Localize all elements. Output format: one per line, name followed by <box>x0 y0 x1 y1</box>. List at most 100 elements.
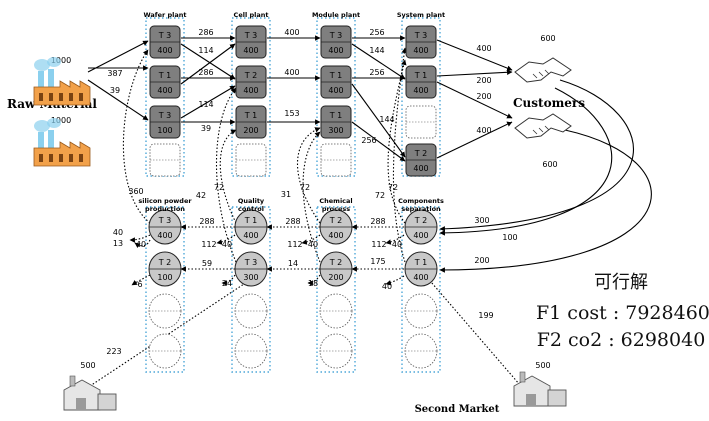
node-tech: T 1 <box>329 111 343 120</box>
flow-value: 40 <box>222 240 232 249</box>
node-capacity: 300 <box>243 273 258 282</box>
flow-value: 144 <box>379 115 394 124</box>
f1-cost: F1 cost : 7928460 <box>536 300 706 327</box>
flow-value: 31 <box>281 190 291 199</box>
flow-value: 114 <box>198 46 213 55</box>
recycle-flow-curve <box>217 88 237 262</box>
node-capacity: 400 <box>157 231 172 240</box>
warehouse-annex <box>98 394 116 410</box>
flow-value: 72 <box>388 183 398 192</box>
node-capacity: 400 <box>328 86 343 95</box>
market-value: 500 <box>80 361 95 370</box>
flow-value: 114 <box>198 100 213 109</box>
node-tech: T 3 <box>158 111 172 120</box>
forward-stage-title: Wafer plant <box>143 11 186 19</box>
return-flow-curve <box>440 130 651 270</box>
flow-value: 400 <box>476 44 491 53</box>
solution-result: 可行解 F1 cost : 7928460 F2 co2 : 6298040 <box>536 268 706 354</box>
node-tech: T 2 <box>244 71 258 80</box>
node-tech: T 1 <box>244 216 258 225</box>
node-tech: T 1 <box>414 71 428 80</box>
node-capacity: 100 <box>157 273 172 282</box>
customers-label: Customers <box>513 96 585 110</box>
flow-value: 153 <box>284 109 299 118</box>
second-market-right-icon <box>514 372 566 406</box>
node-tech: T 1 <box>329 71 343 80</box>
flow-value: 24 <box>222 279 232 288</box>
node-tech: T 2 <box>414 149 428 158</box>
flow-value: 288 <box>199 217 214 226</box>
node-tech: T 2 <box>329 258 343 267</box>
node-tech: T 2 <box>414 216 428 225</box>
flow-value: 40 <box>382 282 392 291</box>
flow-value: 39 <box>201 124 211 133</box>
flow-value: 112 <box>371 240 386 249</box>
warehouse-door <box>76 398 86 410</box>
node-capacity: 400 <box>413 46 428 55</box>
reverse-stage-title: separation <box>401 205 441 213</box>
flow-value: 400 <box>284 68 299 77</box>
window <box>39 93 43 101</box>
node-tech: T 3 <box>158 216 172 225</box>
flow-value: 144 <box>369 46 384 55</box>
node-capacity: 400 <box>413 273 428 282</box>
reverse-stage-title: silicon powder <box>138 197 192 205</box>
flow-value: 18 <box>308 279 318 288</box>
node-tech: T 3 <box>414 31 428 40</box>
chimney <box>48 69 54 89</box>
reverse-stage-title: Quality <box>238 197 265 205</box>
node-capacity: 400 <box>328 46 343 55</box>
warehouse-door <box>526 394 536 406</box>
window <box>49 93 53 101</box>
node-capacity: 200 <box>243 126 258 135</box>
window <box>49 154 53 162</box>
flow-value: 387 <box>107 69 122 78</box>
flow-value: 175 <box>370 257 385 266</box>
window <box>79 93 83 101</box>
warehouse-annex <box>548 390 566 406</box>
flow-value: 400 <box>284 28 299 37</box>
smoke <box>47 57 61 67</box>
flow-value: 112 <box>287 240 302 249</box>
node-tech: T 1 <box>158 71 172 80</box>
hands <box>515 114 571 138</box>
flow-value: 360 <box>128 187 143 196</box>
flow-value: 42 <box>196 191 206 200</box>
node-capacity: 200 <box>328 273 343 282</box>
customer-handshake-bottom-icon <box>515 114 571 138</box>
node-tech: T 2 <box>158 258 172 267</box>
window <box>69 93 73 101</box>
solution-title: 可行解 <box>536 268 706 294</box>
demand-value: 600 <box>542 160 557 169</box>
chimney <box>38 71 44 89</box>
node-capacity: 400 <box>157 86 172 95</box>
node-capacity: 400 <box>243 46 258 55</box>
forward-stage-title: Module plant <box>312 11 360 19</box>
flow-value: 40 <box>308 240 318 249</box>
flow-value: 300 <box>474 216 489 225</box>
node-capacity: 400 <box>413 86 428 95</box>
warehouse-chimney <box>70 376 75 386</box>
flow-value: 200 <box>476 92 491 101</box>
flow-value: 400 <box>476 126 491 135</box>
reverse-stage-title: Chemical <box>319 197 352 205</box>
smoke <box>47 118 61 128</box>
node-capacity: 400 <box>413 231 428 240</box>
flow-value: 72 <box>300 183 310 192</box>
flow-value: 72 <box>375 191 385 200</box>
flow-value: 288 <box>370 217 385 226</box>
flow-value: 112 <box>201 240 216 249</box>
flow-value: 286 <box>198 28 213 37</box>
f2-co2: F2 co2 : 6298040 <box>536 327 706 354</box>
node-capacity: 400 <box>328 231 343 240</box>
flow-value: 223 <box>106 347 121 356</box>
node-tech: T 3 <box>329 31 343 40</box>
flow-value: 6 <box>137 280 142 289</box>
reverse-stage-title: production <box>145 205 185 213</box>
flow-value: 256 <box>369 28 384 37</box>
system-to-customers-arrow <box>437 72 512 76</box>
hands <box>515 58 571 82</box>
flow-value: 59 <box>202 259 212 268</box>
module-to-system-arrow <box>352 122 405 161</box>
